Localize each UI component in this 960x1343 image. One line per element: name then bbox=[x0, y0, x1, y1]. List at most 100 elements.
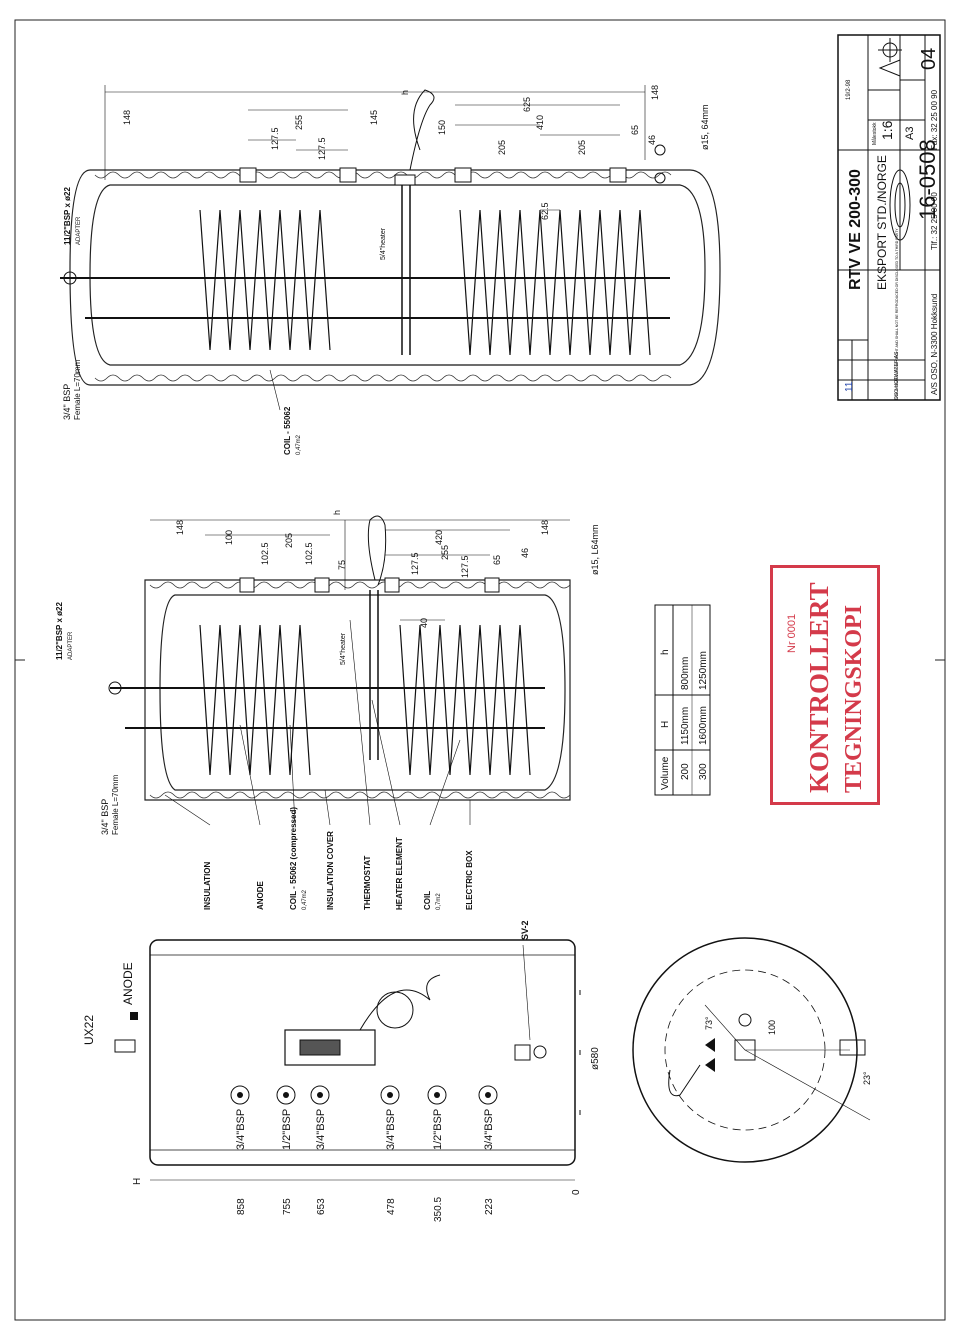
label-anode: ANODE bbox=[256, 880, 265, 910]
table-cell-H-200: 1150mm bbox=[680, 707, 691, 745]
port-label-2: 1/2"BSP bbox=[281, 1109, 293, 1150]
mid-dim-75: 75 bbox=[337, 560, 347, 570]
mid-adapter-label: 11/2"BSP x ø22 bbox=[55, 602, 64, 660]
top-dim-46: 46 bbox=[647, 135, 657, 145]
mid-female-sub: Female L=70mm bbox=[111, 774, 120, 835]
top-dim-410: 410 bbox=[535, 115, 545, 130]
projection-symbol bbox=[878, 38, 902, 77]
top-adapter-label: 11/2"BSP x ø22 bbox=[63, 187, 72, 245]
mid-dim-127-5b: 127.5 bbox=[460, 555, 470, 578]
mid-dim-102-5a: 102.5 bbox=[260, 542, 270, 565]
volume-table bbox=[654, 604, 711, 796]
stamp-line1: KONTROLLERT bbox=[804, 582, 834, 793]
top-dim-145: 145 bbox=[369, 110, 379, 125]
mid-dim-148a: 148 bbox=[175, 520, 185, 535]
top-dim-205b: 205 bbox=[577, 140, 587, 155]
title-text: RTV VE 200-300 bbox=[847, 169, 864, 290]
round-end-view bbox=[632, 937, 871, 1163]
mid-female-label: 3/4" BSP bbox=[100, 799, 110, 835]
round-angle-73: 73° bbox=[704, 1016, 714, 1030]
scale-label: Målestokk bbox=[871, 122, 878, 145]
mid-dim-65: 65 bbox=[492, 555, 502, 565]
top-adapter-sub: ADAPTER bbox=[76, 216, 82, 245]
mid-dim-127-5a: 127.5 bbox=[410, 552, 420, 575]
label-heater-element: HEATER ELEMENT bbox=[395, 837, 404, 910]
top-coil-area: 0,47m2 bbox=[296, 434, 302, 455]
port-label-3: 3/4"BSP bbox=[315, 1109, 327, 1150]
top-dim-148a: 148 bbox=[122, 110, 132, 125]
front-anode-label: ANODE bbox=[121, 962, 135, 1005]
label-insulation-cover: INSULATION COVER bbox=[326, 831, 335, 910]
top-dim-205a: 205 bbox=[497, 140, 507, 155]
top-dim-625: 625 bbox=[522, 97, 532, 112]
mid-dim-205: 205 bbox=[284, 533, 294, 548]
stamp-number: Nr 0001 bbox=[786, 614, 798, 653]
front-diameter: ø580 bbox=[590, 1047, 601, 1070]
company-text: A/S OSO, N-3300 Hokksund bbox=[930, 294, 939, 395]
round-dim-100: 100 bbox=[767, 1020, 777, 1035]
label-coil-compressed: COIL - 55062 (compressed) bbox=[289, 807, 298, 910]
label-insulation: INSULATION bbox=[203, 861, 212, 910]
front-view bbox=[114, 939, 581, 1181]
table-header-H: H bbox=[660, 721, 671, 728]
top-dim-150: 150 bbox=[437, 120, 447, 135]
sheet-number: 04 bbox=[918, 48, 940, 70]
format-value: A3 bbox=[904, 127, 916, 140]
top-dim-62-5: 62.5 bbox=[540, 202, 550, 220]
top-dim-127-5a: 127.5 bbox=[270, 127, 280, 150]
subtitle-text: EKSPORT STD./NORGE bbox=[875, 155, 889, 290]
scale-value: 1:6 bbox=[879, 120, 895, 140]
top-coil-label: COIL - 55062 bbox=[283, 406, 292, 455]
top-dim-148b: 148 bbox=[650, 85, 660, 100]
label-thermostat: THERMOSTAT bbox=[363, 856, 372, 910]
stamp-line2: TEGNINGSKOPI bbox=[841, 605, 867, 793]
table-header-volume: Volume bbox=[660, 756, 671, 790]
mid-dim-100: 100 bbox=[224, 530, 234, 545]
table-cell-vol-300: 300 bbox=[698, 763, 709, 780]
tel-text: Tlf.: 32 25 00 00 bbox=[930, 192, 939, 250]
round-angle-23: 23° bbox=[862, 1071, 872, 1085]
top-tank-view bbox=[60, 85, 721, 386]
date-text: 19/2-98 bbox=[846, 79, 852, 100]
owner-text: OSO HOTWATER AS bbox=[894, 351, 900, 400]
top-dim-255: 255 bbox=[294, 115, 304, 130]
height-350-5: 350.5 bbox=[433, 1197, 444, 1222]
top-female-label: 3/4" BSP bbox=[62, 384, 72, 420]
label-electric-box: ELECTRIC BOX bbox=[465, 850, 474, 910]
top-dim-65: 65 bbox=[630, 125, 640, 135]
drawing-number: 16-0508 bbox=[915, 139, 940, 220]
top-female-sub: Female L=70mm bbox=[73, 359, 82, 420]
front-H-label: H bbox=[132, 1178, 143, 1185]
port-label-4: 3/4"BSP bbox=[385, 1109, 397, 1150]
mid-dim-420: 420 bbox=[434, 530, 444, 545]
mid-dim-102-5b: 102.5 bbox=[304, 542, 314, 565]
label-coil-area-1: 0,47m2 bbox=[302, 889, 308, 910]
handwritten-mark: 11 bbox=[844, 381, 855, 392]
height-478: 478 bbox=[386, 1198, 397, 1215]
mid-adapter-sub: ADAPTER bbox=[68, 631, 74, 660]
label-coil: COIL bbox=[423, 891, 432, 910]
fax-text: Fax: 32 25 00 90 bbox=[930, 89, 939, 150]
port-label-1: 3/4"BSP bbox=[235, 1109, 247, 1150]
mid-dim-148b: 148 bbox=[540, 520, 550, 535]
top-dim-h: h bbox=[400, 90, 410, 95]
top-dim-127-5b: 127.5 bbox=[317, 137, 327, 160]
height-755: 755 bbox=[282, 1198, 293, 1215]
table-cell-h-200: 800mm bbox=[680, 657, 691, 690]
svg-text:148: 148 bbox=[122, 110, 132, 125]
label-coil-area-2: 0,7m2 bbox=[436, 893, 442, 910]
port-label-6: 3/4"BSP bbox=[483, 1109, 495, 1150]
mid-dim-255: 255 bbox=[440, 545, 450, 560]
table-cell-vol-200: 200 bbox=[680, 763, 691, 780]
middle-tank-view bbox=[108, 515, 571, 826]
mid-dim-h: h bbox=[332, 510, 342, 515]
height-223: 223 bbox=[484, 1198, 495, 1215]
height-zero: 0 bbox=[571, 1189, 582, 1195]
control-stamp: Nr 0001 KONTROLLERT TEGNINGSKOPI bbox=[770, 565, 880, 805]
border-frame bbox=[14, 19, 946, 1321]
height-858: 858 bbox=[236, 1198, 247, 1215]
table-cell-H-300: 1600mm bbox=[698, 706, 709, 745]
height-653: 653 bbox=[316, 1198, 327, 1215]
